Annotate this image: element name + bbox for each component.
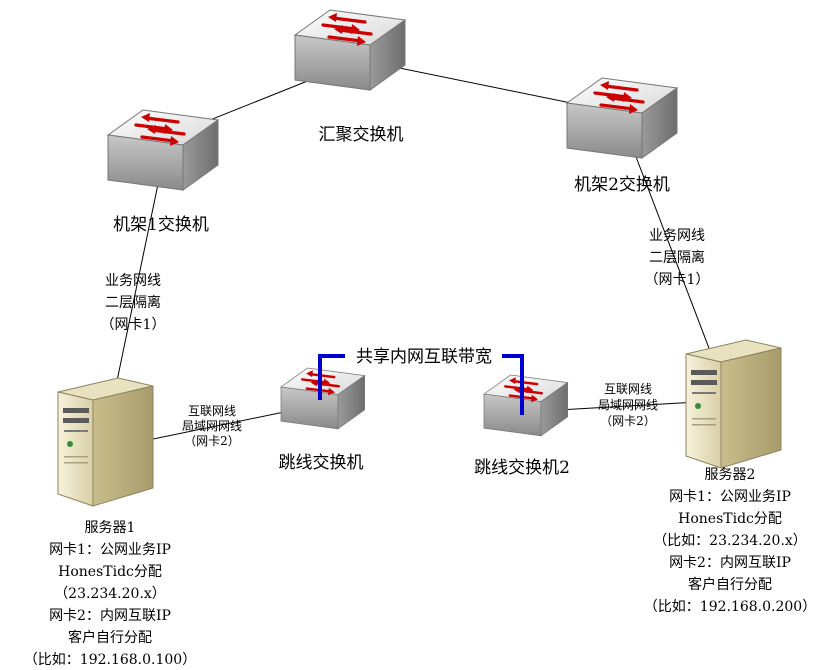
link-label-line: 业务网线 bbox=[105, 273, 161, 289]
link-label-line: 互联网线 bbox=[188, 404, 236, 418]
server2-jump2-link-label: 互联网线 局域网网线 （网卡2） bbox=[598, 382, 658, 428]
link-label-line: （网卡1） bbox=[645, 272, 710, 288]
shared-bandwidth-label: 共享内网互联带宽 bbox=[356, 347, 492, 367]
server2-info-line: 客户自行分配 bbox=[688, 576, 772, 593]
server2-title: 服务器2 bbox=[705, 467, 756, 483]
server1-icon bbox=[57, 377, 154, 507]
shared-bandwidth-bracket bbox=[318, 354, 524, 415]
server1-title: 服务器1 bbox=[85, 520, 136, 536]
server2-info-line: 网卡1：公网业务IP bbox=[669, 489, 791, 505]
link-label-line: （网卡1） bbox=[101, 317, 166, 333]
server2-info-line: HonesTidc分配 bbox=[678, 511, 782, 527]
link-label-line: 局域网网线 bbox=[182, 419, 242, 433]
link-label-line: 局域网网线 bbox=[598, 398, 658, 412]
server2-info: 服务器2 网卡1：公网业务IP HonesTidc分配 （比如：23.234.2… bbox=[644, 467, 816, 615]
jump-switch-1-label: 跳线交换机 bbox=[279, 453, 364, 473]
link-label-line: 互联网线 bbox=[604, 382, 652, 396]
link-label-line: （网卡2） bbox=[184, 434, 240, 448]
server1-info-line: （比如：192.168.0.100） bbox=[24, 652, 196, 668]
link-label-line: 二层隔离 bbox=[649, 249, 705, 266]
rack2-switch-label: 机架2交换机 bbox=[574, 175, 670, 195]
rack2-switch-icon bbox=[565, 76, 679, 160]
server1-info: 服务器1 网卡1：公网业务IP HonesTidc分配 （23.234.20.x… bbox=[24, 520, 196, 668]
link-label-line: 二层隔离 bbox=[105, 294, 161, 311]
jump-switch-1-icon bbox=[279, 366, 366, 431]
rack2-server2-link-label: 业务网线 二层隔离 （网卡1） bbox=[645, 228, 710, 288]
server1-info-line: 客户自行分配 bbox=[68, 629, 152, 646]
server1-jump1-link-label: 互联网线 局域网网线 （网卡2） bbox=[182, 404, 242, 448]
server2-icon bbox=[685, 339, 782, 469]
server2-info-line: 网卡2：内网互联IP bbox=[669, 555, 791, 571]
server1-info-line: 网卡1：公网业务IP bbox=[49, 542, 171, 558]
server1-info-line: HonesTidc分配 bbox=[58, 564, 162, 580]
rack1-switch-label: 机架1交换机 bbox=[113, 215, 209, 235]
server1-info-line: 网卡2：内网互联IP bbox=[49, 608, 171, 624]
rack1-server1-link-label: 业务网线 二层隔离 （网卡1） bbox=[101, 273, 166, 333]
aggregation-switch-icon bbox=[293, 8, 407, 92]
jump-switch-2-icon bbox=[482, 373, 569, 438]
server1-info-line: （23.234.20.x） bbox=[54, 586, 166, 602]
link-label-line: （网卡2） bbox=[600, 414, 656, 428]
link-label-line: 业务网线 bbox=[649, 228, 705, 244]
aggregation-switch-label: 汇聚交换机 bbox=[319, 125, 404, 145]
jump-switch-2-label: 跳线交换机2 bbox=[474, 458, 570, 478]
server2-info-line: （比如：192.168.0.200） bbox=[644, 599, 816, 615]
rack1-switch-icon bbox=[106, 108, 220, 192]
server2-info-line: （比如：23.234.20.x） bbox=[653, 533, 807, 549]
